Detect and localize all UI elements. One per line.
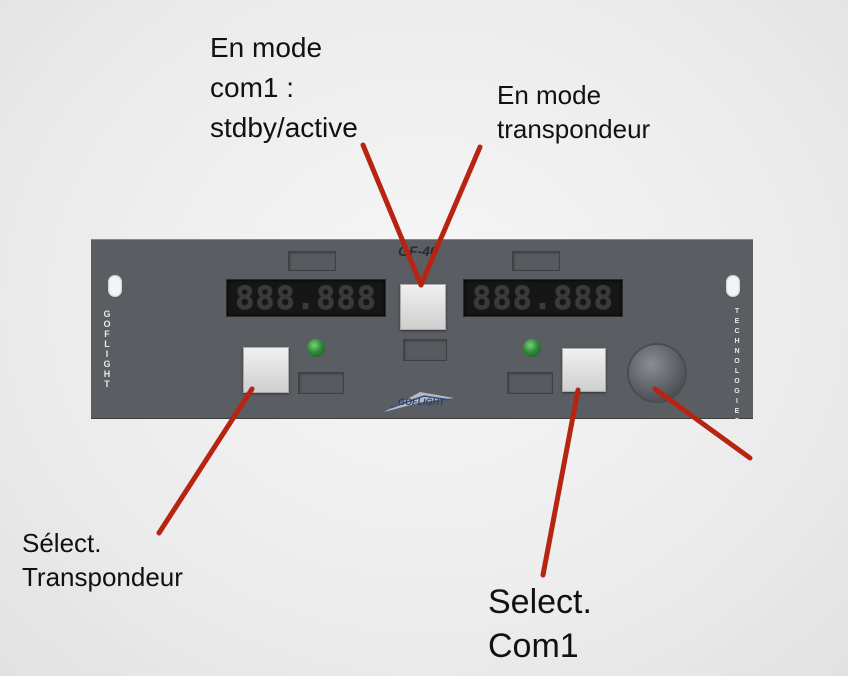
indicator-recess [298,372,344,394]
label-line: En mode [497,80,602,110]
display-digits: 888.888 [472,279,614,317]
brand-letter: T [104,379,110,389]
brand-letter: O [734,378,740,385]
label-select-com1: Select. Com1 [488,580,592,668]
label-select-transponder: Sélect. Transpondeur [22,526,183,594]
brand-letter: I [736,398,738,405]
indicator-recess [512,251,560,271]
display-digits: 888.888 [235,279,377,317]
brand-letter: O [734,358,740,365]
label-line: Com1 [488,627,579,665]
logo-text: GOFLIGHT [398,397,446,407]
select-com1-button[interactable] [562,348,606,392]
leader-line-select-com1 [540,387,581,578]
label-com1-mode: En mode com1 : stdby/active [210,28,358,148]
brand-letter: G [734,388,740,395]
mount-hole-right [726,275,740,297]
brand-letter: F [104,329,110,339]
brand-letter: G [103,309,111,319]
brand-letter: L [104,339,110,349]
label-line: transpondeur [497,114,651,144]
brand-letter: O [103,319,111,329]
indicator-recess [507,372,553,394]
select-transponder-button[interactable] [243,347,289,393]
label-line: Select. [488,583,592,621]
leader-line-select-transponder [156,386,255,536]
brand-letter: E [734,408,740,415]
brand-letter: E [734,318,740,325]
frequency-display-right: 888.888 [463,279,623,317]
brand-letter: S [734,418,740,425]
label-transponder-mode: En mode transpondeur [497,78,650,146]
indicator-recess [288,251,336,271]
label-line: stdby/active [210,112,358,143]
brand-letter: H [734,338,740,345]
brand-letter: H [103,369,111,379]
goflight-logo: GOFLIGHT [384,392,454,412]
label-line: com1 : [210,72,295,103]
brand-letter: T [734,308,740,315]
label-line: Transpondeur [22,562,183,592]
brand-letter: C [734,328,740,335]
mount-hole-left [108,275,122,297]
brand-letter: I [105,349,109,359]
leader-line-knob [652,386,753,461]
indicator-recess [403,339,447,361]
label-line: En mode [210,32,323,63]
brand-letter: L [734,368,740,375]
leader-line-transponder-mode [418,144,483,288]
label-line: Sélect. [22,528,102,558]
brand-letter: G [103,359,111,369]
led-left [307,339,325,357]
frequency-display-left: 888.888 [226,279,386,317]
leader-line-com1-mode [360,142,424,288]
led-right [523,339,541,357]
brand-letter: N [734,348,740,355]
